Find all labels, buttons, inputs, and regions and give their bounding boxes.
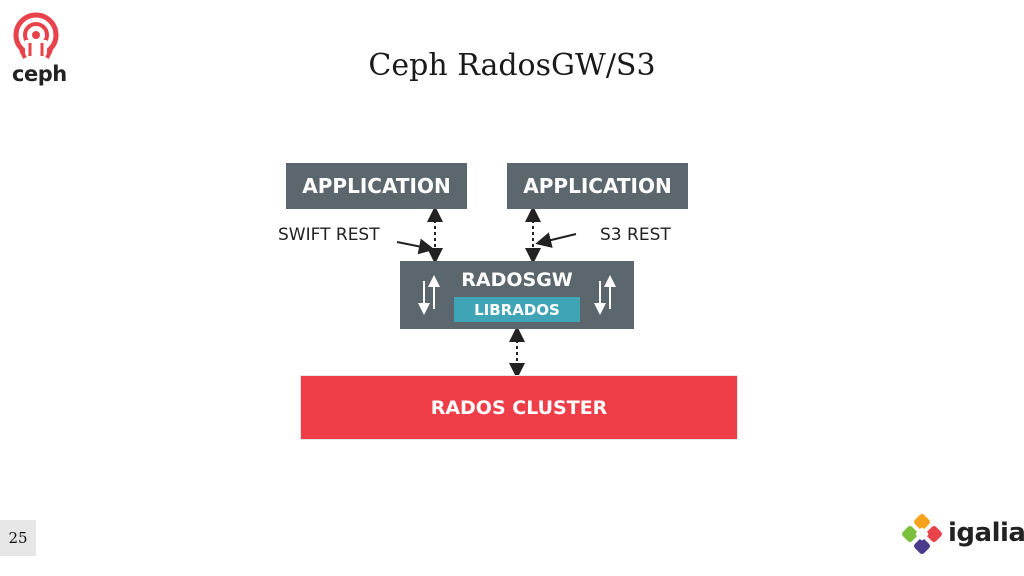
radosgw-box: RADOSGW LIBRADOS <box>400 261 634 329</box>
ceph-logo: ceph <box>8 10 70 86</box>
rados-cluster-box: RADOS CLUSTER <box>301 376 737 439</box>
swift-rest-label: SWIFT REST <box>278 225 380 245</box>
application-right-box: APPLICATION <box>507 163 688 209</box>
s3-rest-label: S3 REST <box>600 225 671 245</box>
slide-title: Ceph RadosGW/S3 <box>368 48 656 83</box>
librados-box: LIBRADOS <box>454 297 580 322</box>
s3-pointer <box>535 232 577 248</box>
radosgw-updown-arrows-icon <box>418 275 616 315</box>
page-number: 25 <box>0 520 36 556</box>
igalia-logo-icon <box>902 514 942 554</box>
swift-pointer <box>396 238 435 255</box>
igalia-logo-text: igalia <box>948 518 1024 548</box>
ceph-logo-icon <box>13 12 59 59</box>
radosgw-label: RADOSGW <box>461 269 573 291</box>
application-left-box: APPLICATION <box>286 163 467 209</box>
ceph-logo-text: ceph <box>12 62 67 86</box>
igalia-logo: igalia <box>900 514 1024 554</box>
